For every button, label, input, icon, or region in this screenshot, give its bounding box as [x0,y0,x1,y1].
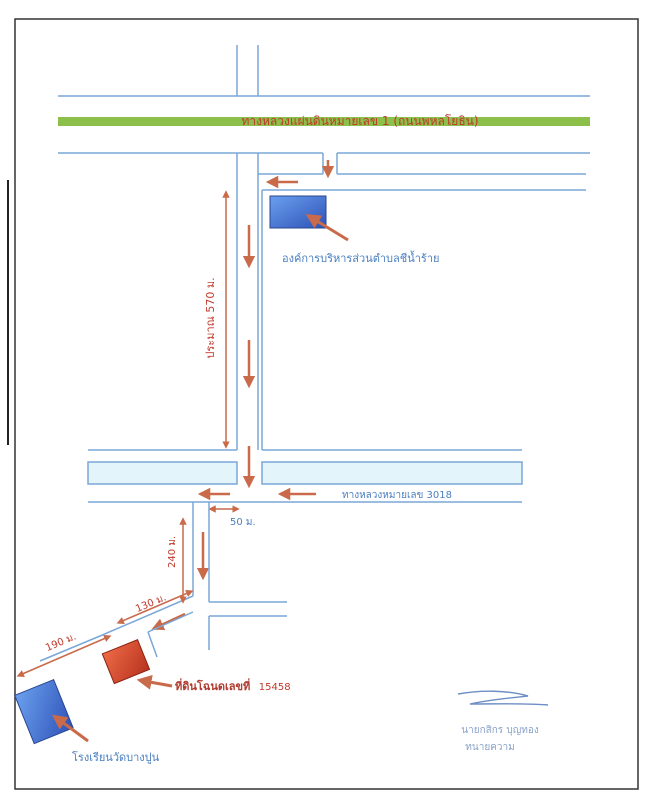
highway-1-median [58,117,590,126]
school-label: โรงเรียนวัดบางปูน [72,750,160,764]
vertical-road-north [236,45,259,96]
sao-office-label: องค์การบริหารส่วนตำบลชีน้ำร้าย [282,250,439,265]
distance-50-label: 50 ม. [230,517,256,528]
highway-3018-median-east [261,461,523,485]
signature [457,690,549,706]
land-plot-label: ที่ดินโฉนดเลขที่ 15458 [175,678,291,693]
school-building [14,679,74,745]
highway-3018-label: ทางหลวงหมายเลข 3018 [342,490,452,501]
distance-190-label: 190 ม. [44,631,78,654]
signer-name: นายกสิกร บุญทอง [461,725,539,736]
route-arrows [151,160,335,631]
land-plot-number: 15458 [259,682,291,693]
school-pointer [51,714,89,743]
sao-office-pointer [305,214,349,242]
page-frame [14,18,639,790]
sao-office-building [269,195,327,229]
highway-1-label: ทางหลวงแผ่นดินหมายเลข 1 (ถนนพหลโยธิน) [241,114,478,128]
distance-190-line [16,635,112,677]
land-plot-pointer [136,674,173,690]
land-plot [101,639,151,685]
distance-240-label: 240 ม. [167,536,178,568]
distance-570-label: ประมาณ 570 ม. [204,277,217,358]
highway-1 [58,95,590,154]
distance-130-line [116,590,194,624]
land-plot-title: ที่ดินโฉนดเลขที่ [175,678,250,693]
signer-title: ทนายความ [465,742,514,753]
highway-3018 [87,449,523,503]
highway-3018-median-west [87,461,238,485]
distance-130-label: 130 ม. [134,592,168,615]
route-arrow [151,612,186,631]
